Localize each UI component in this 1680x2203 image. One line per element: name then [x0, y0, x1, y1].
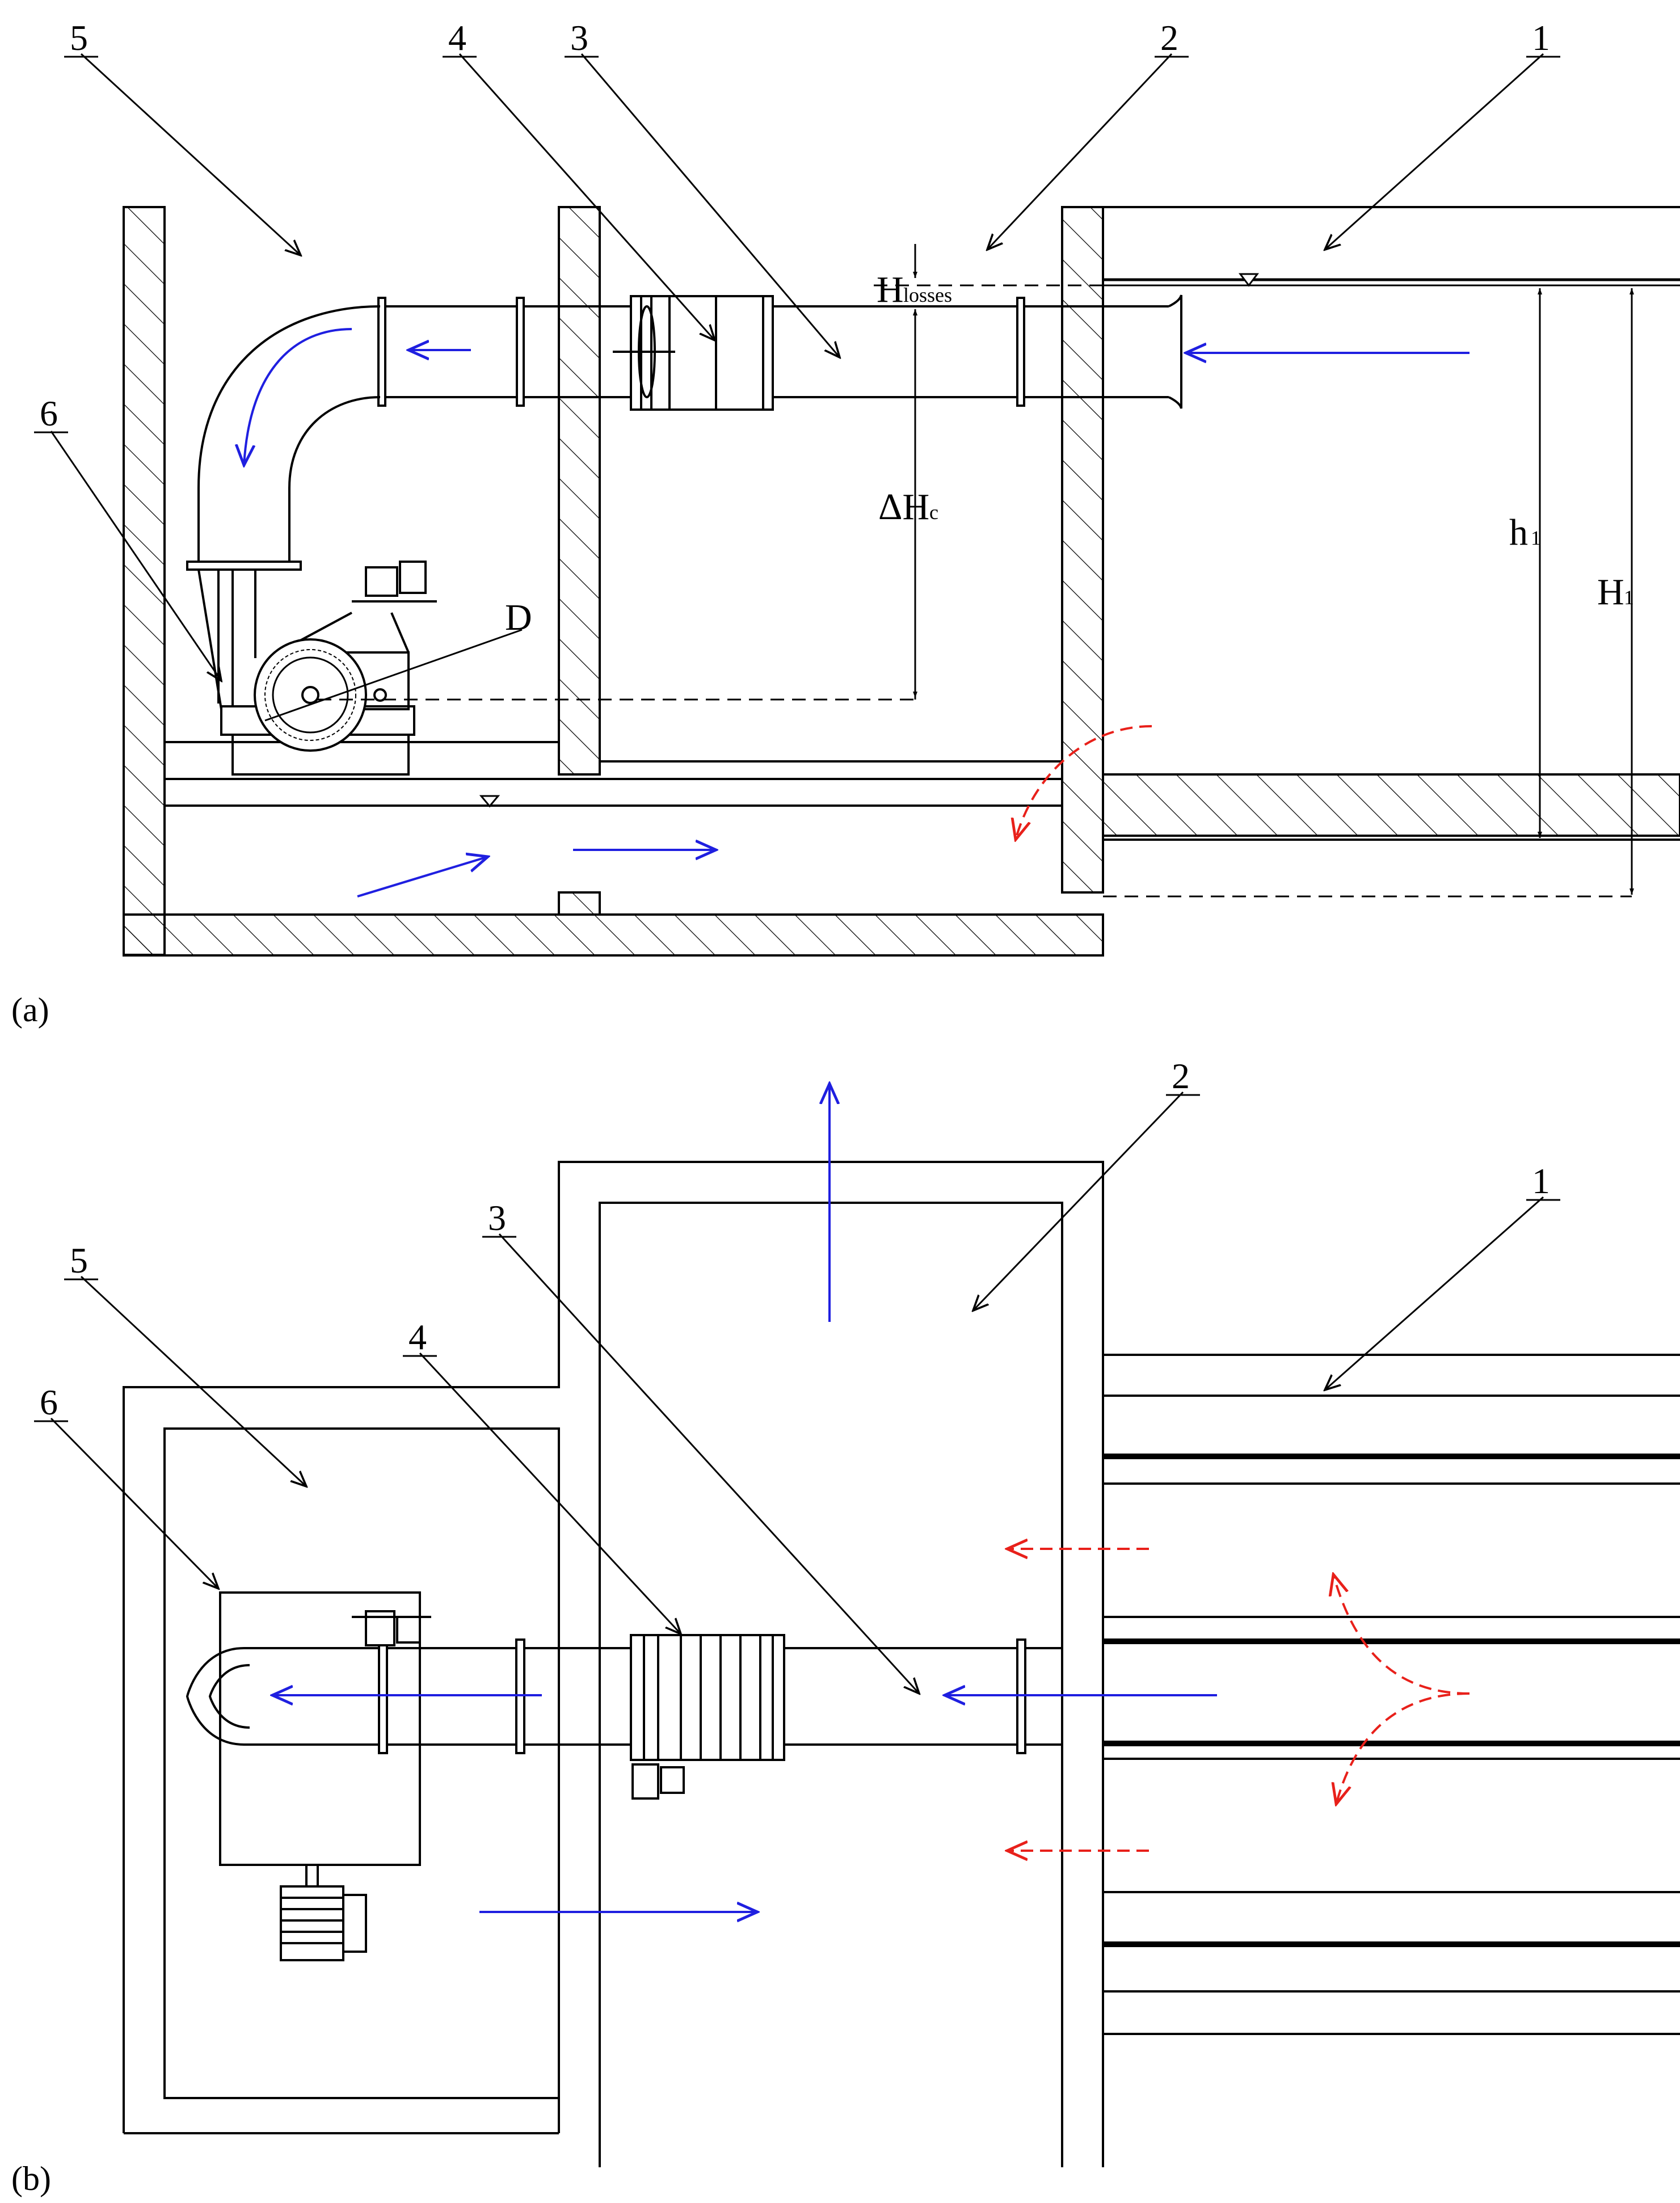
panel-b: 1 2 3 4 5 6 (b): [11, 1056, 1680, 2197]
panel-a-flow-arrows: [244, 328, 1470, 898]
h1-label: h: [1509, 512, 1528, 553]
panel-a-label-1: 1: [1532, 18, 1550, 58]
delta-hc-subscript: c: [929, 501, 938, 524]
delta-hc-label: ΔH: [878, 486, 929, 528]
panel-b-pipe: [186, 1591, 1062, 1961]
panel-a-chambers: [165, 206, 1680, 841]
panel-b-caption: (b): [11, 2160, 51, 2197]
h1-subscript: 1: [1531, 526, 1541, 549]
panel-b-walls: [123, 1161, 1680, 2167]
panel-a-label-5: 5: [70, 18, 88, 58]
panel-b-label-6: 6: [40, 1382, 58, 1422]
panel-a-caption: (a): [11, 991, 49, 1029]
turbine: [220, 561, 523, 776]
H1-subscript: 1: [1624, 586, 1634, 609]
panel-a-label-6: 6: [40, 393, 58, 433]
panel-b-recirculation-arrows: [1007, 1549, 1470, 1851]
panel-a-label-3: 3: [570, 18, 588, 58]
panel-a-walls: [123, 206, 1680, 957]
panel-a-leaders: [34, 53, 1560, 681]
h-losses-label: H: [877, 269, 904, 310]
panel-b-racks: [1103, 1454, 1680, 1947]
panel-b-label-4: 4: [409, 1317, 427, 1357]
water-level-marker-channel: [1239, 273, 1259, 287]
panel-b-screen-filter: [630, 1634, 785, 1800]
panel-a-recirculation-arrow: [1016, 725, 1152, 840]
panel-a-label-2: 2: [1160, 18, 1178, 58]
panel-a-label-4: 4: [448, 18, 466, 58]
panel-b-flow-arrows: [272, 1084, 1217, 1912]
panel-b-leaders: [34, 1091, 1560, 1694]
diameter-label: D: [505, 597, 532, 638]
panel-b-label-1: 1: [1532, 1161, 1550, 1201]
panel-a: H losses ΔH c h 1 H 1 D: [11, 18, 1680, 1029]
panel-b-label-5: 5: [70, 1240, 88, 1280]
panel-a-dimensions: [318, 244, 1634, 898]
water-level-marker-outlet: [479, 795, 500, 808]
H1-label: H: [1597, 571, 1624, 613]
screen-filter: [613, 295, 774, 411]
h-losses-subscript: losses: [903, 284, 952, 306]
panel-b-label-2: 2: [1172, 1056, 1190, 1096]
panel-b-label-3: 3: [488, 1198, 506, 1238]
